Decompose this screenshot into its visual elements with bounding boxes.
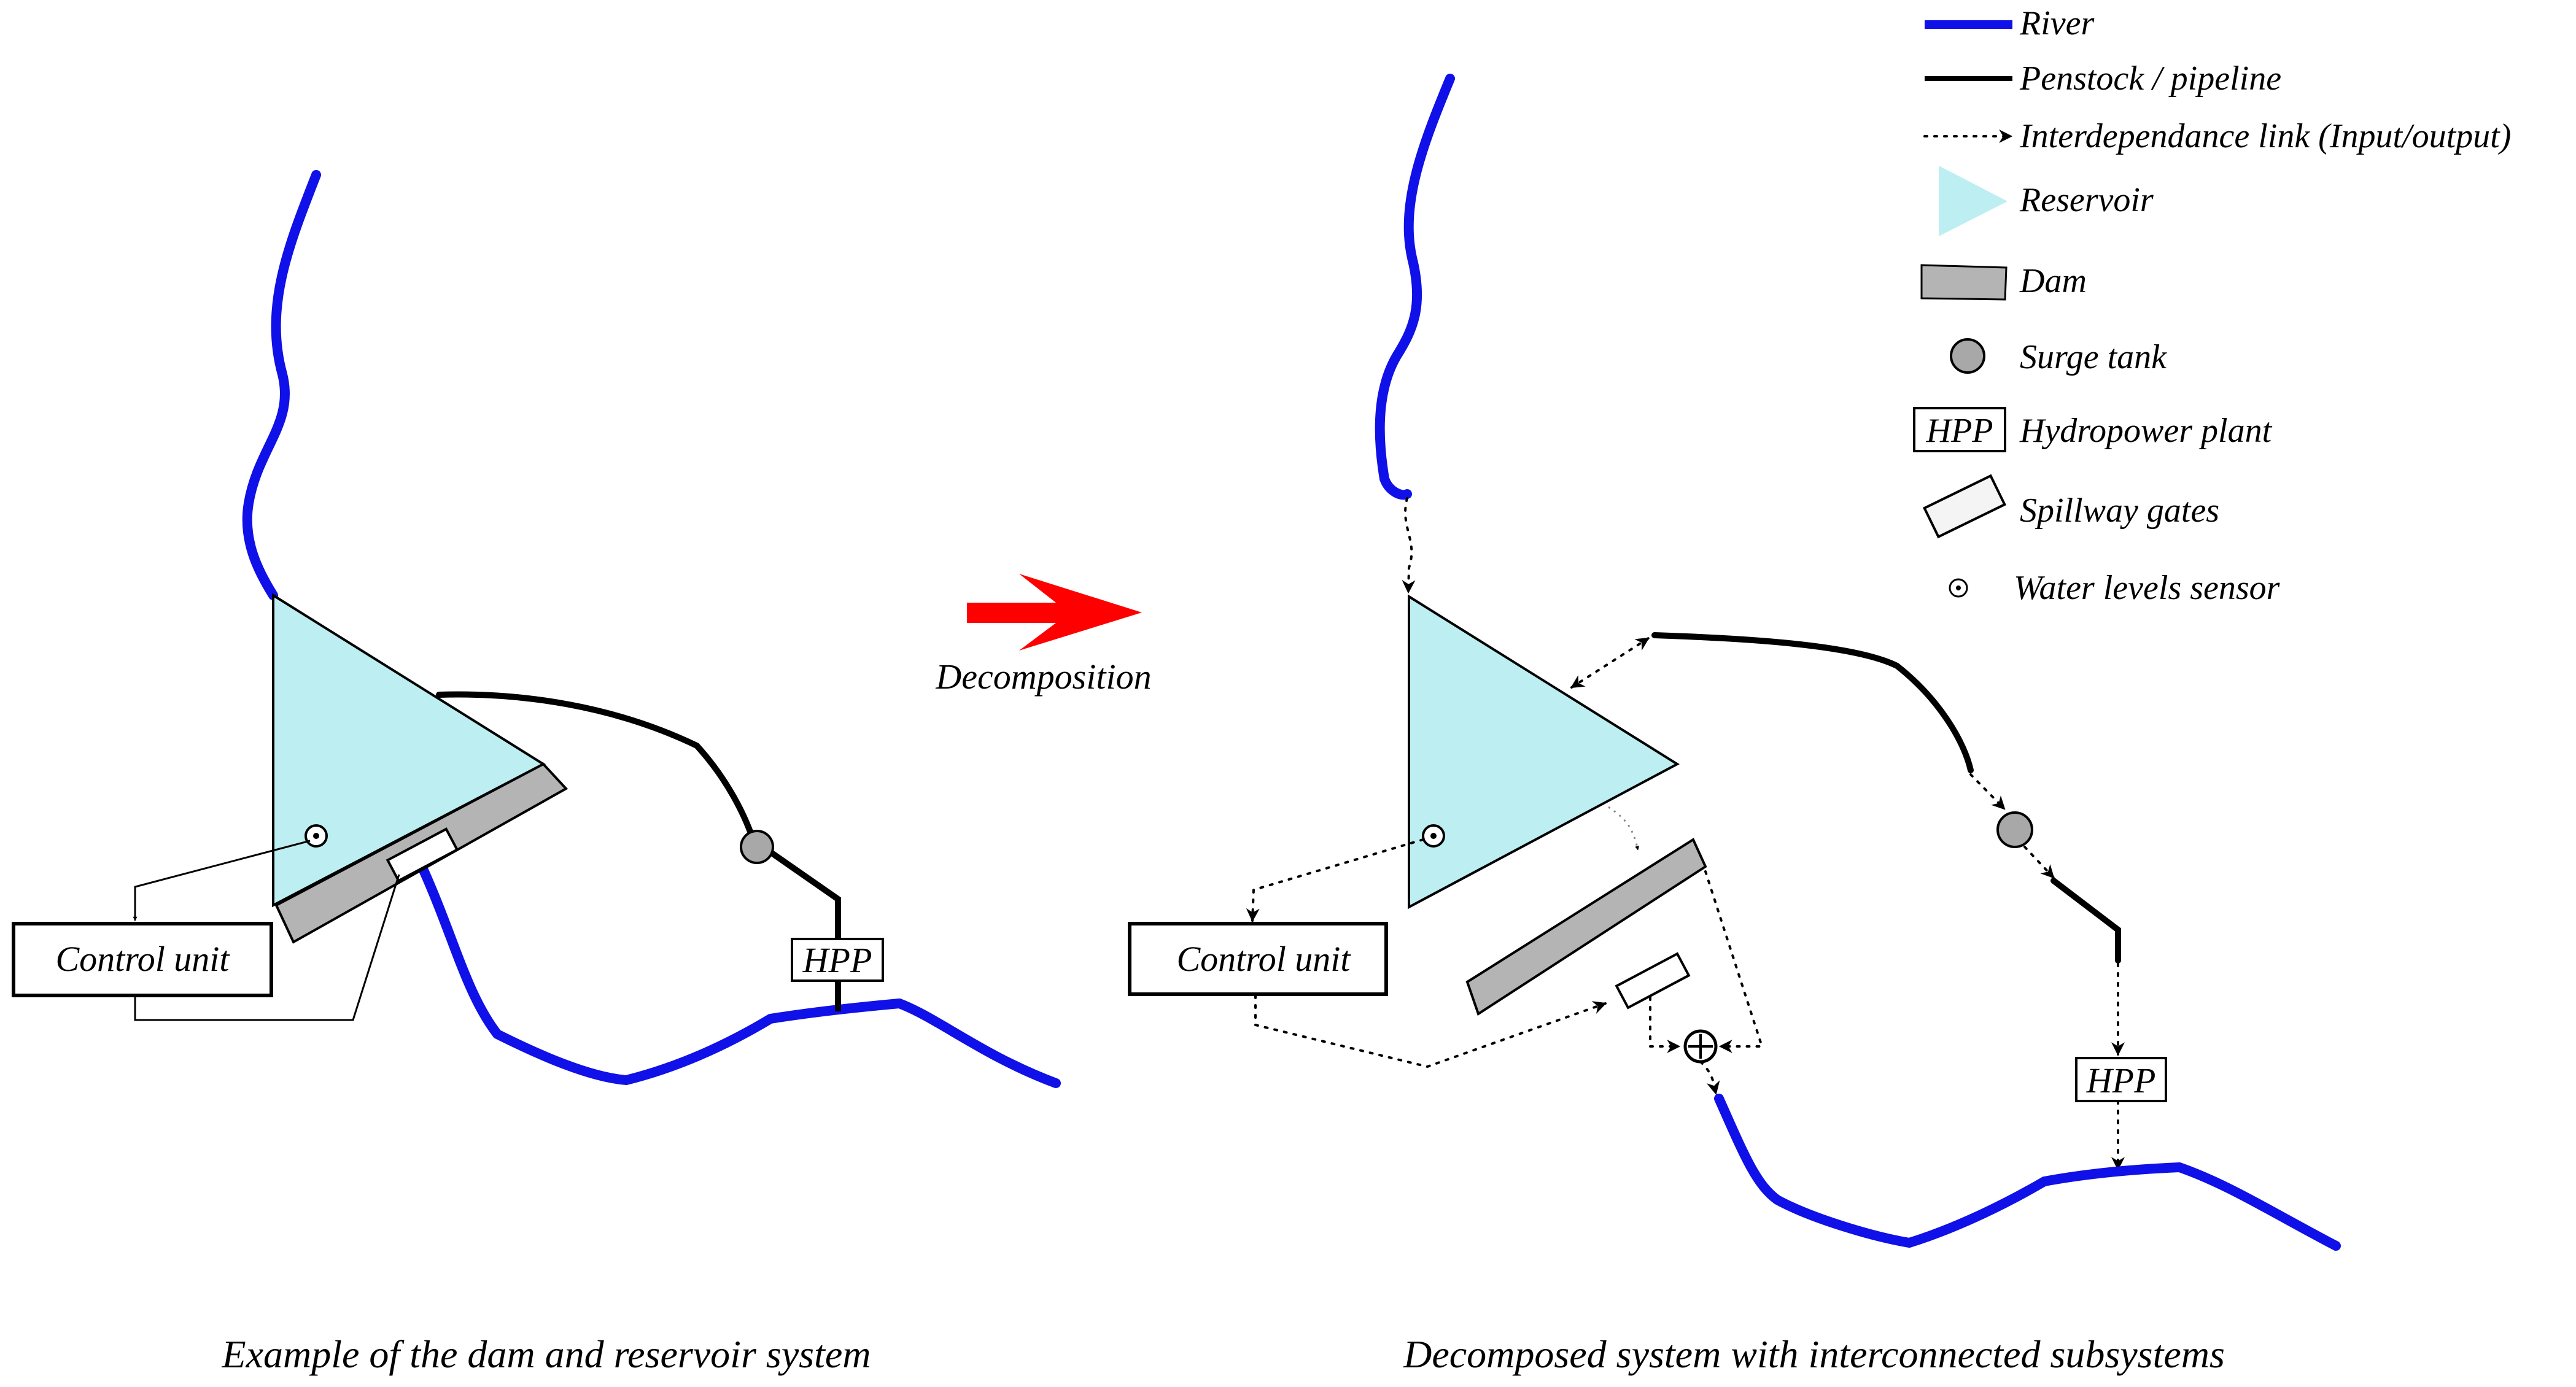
right-reservoir-dam-link	[1608, 806, 1640, 851]
decomposition-arrow-icon	[967, 574, 1142, 651]
right-upper-link	[1402, 497, 1416, 594]
legend-hpp-label: Hydropower plant	[2019, 412, 2273, 450]
right-hpp-label: HPP	[2086, 1061, 2156, 1100]
legend-link-label: Interdependance link (Input/output)	[2019, 117, 2511, 155]
left-upper-river	[242, 170, 321, 600]
right-hpp-box	[2075, 1057, 2167, 1102]
right-sum-river-link	[1699, 1061, 1720, 1095]
legend-penstock-label: Penstock / pipeline	[2019, 60, 2281, 98]
left-penstock-lower	[759, 843, 841, 1011]
right-penstock-surge-link	[1969, 773, 2006, 810]
right-sensor-control-link	[1246, 838, 1424, 922]
legend-hpp-swatch	[1913, 407, 2006, 452]
right-surge-penstock-link	[2023, 846, 2055, 879]
right-upper-river	[1375, 74, 1455, 500]
right-spillway-gate	[1615, 952, 1691, 1010]
legend-surge-tank-swatch	[1950, 338, 1985, 374]
right-surge-tank	[1996, 811, 2033, 848]
left-hpp-label: HPP	[802, 940, 872, 980]
legend-reservoir-swatch	[1939, 166, 2008, 236]
right-spillway-sum-link	[1649, 996, 1681, 1053]
right-system: HPP Control unit	[1128, 74, 2341, 1251]
left-hpp-box	[791, 938, 884, 982]
legend-hpp-symbol: HPP	[1926, 412, 1993, 450]
left-water-level-sensor	[305, 824, 328, 848]
right-control-unit-label: Control unit	[1176, 939, 1351, 979]
left-spillway-gate	[386, 827, 459, 883]
right-lower-river	[1714, 1094, 2341, 1251]
right-control-unit-box	[1128, 922, 1388, 996]
right-water-level-sensor	[1422, 824, 1445, 848]
decomposition-label: Decomposition	[935, 657, 1151, 697]
left-penstock	[436, 691, 758, 849]
left-lower-river	[419, 865, 1061, 1088]
right-penstock-lower	[2050, 878, 2121, 964]
legend-dam-swatch	[1920, 264, 2008, 301]
right-reservoir-penstock-link	[1570, 637, 1650, 689]
legend: River Penstock / pipeline Interdependanc…	[1913, 4, 2511, 607]
left-control-unit-box	[12, 922, 273, 997]
right-caption: Decomposed system with interconnected su…	[1403, 1332, 2225, 1376]
right-control-spillway-link	[1254, 994, 1607, 1068]
legend-sensor-swatch	[1949, 578, 1968, 598]
right-dam	[1465, 838, 1707, 1016]
sum-junction-icon	[1683, 1029, 1718, 1064]
left-system: Control unit HPP	[12, 170, 1061, 1088]
legend-spillway-swatch	[1923, 474, 2006, 539]
right-dam-sum-link	[1704, 870, 1764, 1053]
left-caption: Example of the dam and reservoir system	[222, 1332, 871, 1376]
legend-river-label: River	[2019, 4, 2094, 42]
left-control-unit-label: Control unit	[55, 939, 230, 979]
legend-dam-label: Dam	[2019, 262, 2087, 300]
right-penstock-upper	[1651, 632, 1974, 773]
right-reservoir	[1408, 594, 1680, 910]
left-control-link	[134, 874, 400, 1021]
legend-reservoir-label: Reservoir	[2019, 181, 2154, 219]
left-sensor-link	[133, 840, 311, 921]
legend-spillway-label: Spillway gates	[2020, 492, 2219, 530]
legend-sensor-label: Water levels sensor	[2014, 569, 2280, 607]
left-surge-tank	[740, 830, 774, 864]
decomposition-arrow: Decomposition	[935, 574, 1152, 697]
legend-surge-tank-label: Surge tank	[2020, 338, 2167, 376]
